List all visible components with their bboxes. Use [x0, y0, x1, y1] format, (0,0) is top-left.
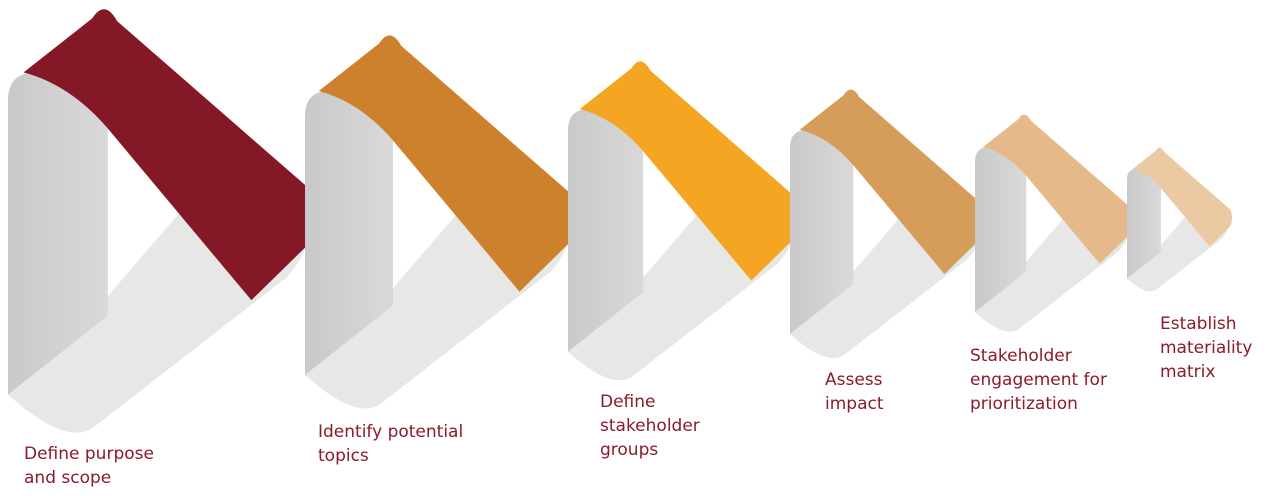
step-3-shape [568, 61, 801, 381]
step-3-top-band [579, 61, 801, 281]
step-2-shape [305, 35, 578, 409]
step-5-shape [975, 114, 1134, 332]
step-4-left-band [790, 129, 854, 335]
step-1-shape [8, 9, 318, 433]
step-5-top-band [983, 114, 1134, 264]
step-6-left-band [1127, 169, 1161, 279]
step-4-label: Assess impact [825, 370, 884, 414]
step-4-top-band [799, 89, 987, 275]
step-4-shape [790, 89, 987, 359]
step-6-top-band [1132, 147, 1233, 247]
step-1-top-band [23, 9, 318, 301]
step-5-left-band [975, 147, 1027, 313]
step-2-left-band [305, 91, 393, 375]
step-2-top-band [318, 35, 578, 292]
step-6-label: Establish materiality matrix [1160, 314, 1253, 382]
step-3-left-band [568, 109, 644, 352]
step-2-label: Identify potential topics [318, 422, 464, 466]
step-5-label: Stakeholder engagement for prioritizatio… [970, 346, 1107, 414]
step-1-label: Define purpose and scope [24, 444, 154, 488]
step-3-label: Define stakeholder groups [600, 392, 700, 460]
step-1-left-band [8, 72, 108, 395]
step-6-shape [1127, 147, 1233, 292]
